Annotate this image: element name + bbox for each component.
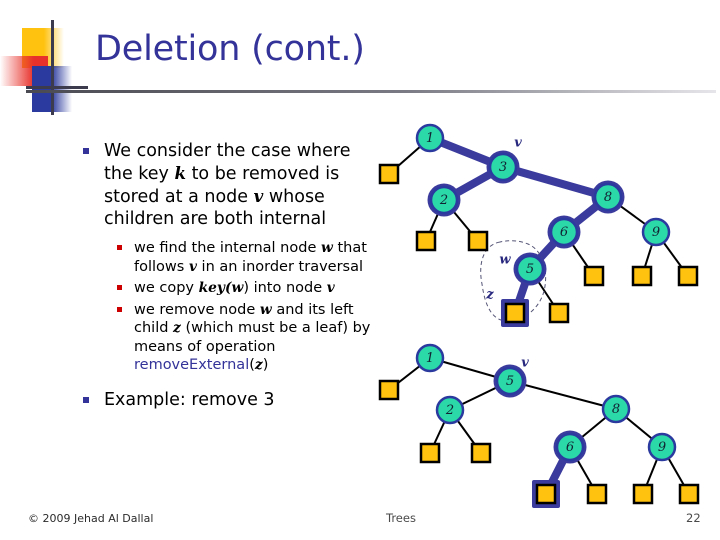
tree-node-key-label: 3 [499, 160, 507, 175]
tree-variable-label-z: z [485, 288, 494, 303]
tree-leaf-node [419, 442, 441, 464]
tree-internal-node [601, 394, 631, 424]
tree-internal-node [549, 217, 579, 247]
tree-node-key-label: 5 [506, 374, 514, 389]
tree-node-key-label: 5 [526, 262, 534, 277]
tree-edge [509, 380, 617, 410]
tree-internal-node [555, 432, 585, 462]
tree-internal-nodes: 1 3 2 8 6 9 5 [415, 123, 671, 286]
sub-bullet-list: we find the internal node w that follows… [82, 239, 372, 375]
tree-internal-node [435, 395, 465, 425]
binary-search-tree-before-deletion: 1 3 2 8 6 9 5 v w z [378, 123, 699, 327]
bullet-marker-level1 [83, 396, 89, 403]
tree-leaf-nodes [378, 379, 700, 508]
footer-page-number: 22 [686, 511, 701, 525]
tree-internal-node [488, 152, 518, 182]
tree-internal-node [429, 185, 459, 215]
tree-node-key-label: 6 [560, 225, 568, 240]
tree-leaf-node [378, 163, 400, 185]
tree-internal-node [593, 182, 623, 212]
title-divider [26, 90, 716, 93]
footer-copyright: © 2009 Jehad Al Dallal [28, 512, 154, 525]
bullet-marker-level2 [117, 245, 122, 250]
tree-internal-node [415, 123, 445, 153]
tree-internal-node [641, 217, 671, 247]
bullet-marker-level2 [117, 306, 122, 312]
tree-node-key-label: 1 [426, 351, 434, 366]
tree-internal-node [515, 254, 545, 284]
tree-leaf-node [504, 302, 526, 324]
tree-edges [388, 357, 690, 498]
tree-node-key-label: 1 [426, 131, 434, 146]
example-bullet-item: Example: remove 3 [82, 389, 372, 411]
tree-internal-node [495, 366, 525, 396]
tree-node-key-label: 2 [445, 403, 454, 418]
tree-variable-label-v: v [514, 136, 522, 151]
main-bullet-item: We consider the case where the key k to … [82, 140, 372, 230]
sub-bullet-text: we remove node w and its left child z (w… [134, 301, 371, 374]
tree-leaf-node [632, 483, 654, 505]
tree-leaf-node [678, 483, 700, 505]
tree-leaf-node [378, 379, 400, 401]
tree-node-key-label: 2 [439, 193, 448, 208]
tree-leaf-node [535, 483, 557, 505]
tree-node-key-label: 8 [612, 402, 620, 417]
tree-annotation-labels: v [521, 356, 529, 371]
bullet-marker-level1 [83, 148, 89, 154]
sub-bullet-text: we copy key(w) into node v [134, 280, 335, 296]
tree-leaf-node [415, 230, 437, 252]
tree-variable-label-v: v [521, 356, 529, 371]
page-title: Deletion (cont.) [95, 29, 365, 69]
tree-node-key-label: 9 [658, 440, 666, 455]
tree-internal-node [415, 343, 445, 373]
example-bullet-text: Example: remove 3 [104, 389, 275, 410]
tree-internal-nodes: 1 5 2 8 6 9 [415, 343, 677, 464]
bullet-marker-level2 [117, 285, 122, 290]
tree-node-key-label: 9 [652, 225, 660, 240]
sub-bullet-item-copy-key: we copy key(w) into node v [116, 279, 372, 298]
tree-variable-label-w: w [499, 253, 511, 268]
tree-leaf-node [470, 442, 492, 464]
tree-internal-node [647, 432, 677, 462]
tree-leaf-node [677, 265, 699, 287]
slide-logo-graphic [0, 12, 120, 115]
main-bullet-text: We consider the case where the key k to … [104, 141, 351, 229]
tree-node-key-label: 8 [604, 190, 612, 205]
sub-bullet-text: we find the internal node w that follows… [134, 240, 367, 275]
tree-edge [499, 163, 612, 201]
sub-bullet-item-remove-node: we remove node w and its left child z (w… [116, 301, 372, 375]
tree-leaf-node [583, 265, 605, 287]
tree-node-key-label: 6 [566, 440, 574, 455]
logo-vertical-line [51, 20, 54, 115]
sub-bullet-item-find-node: we find the internal node w that follows… [116, 239, 372, 276]
logo-horizontal-line [26, 86, 88, 89]
slide-body: We consider the case where the key k to … [82, 140, 372, 411]
binary-search-tree-after-deletion: 1 5 2 8 6 9 v [378, 343, 700, 508]
tree-leaf-node [467, 230, 489, 252]
tree-edges [388, 134, 689, 317]
footer-section-title: Trees [386, 511, 416, 525]
tree-leaf-node [548, 302, 570, 324]
tree-leaf-node [586, 483, 608, 505]
tree-annotation-labels: v w z [485, 136, 522, 303]
tree-leaf-node [631, 265, 653, 287]
tree-leaf-nodes [378, 163, 699, 327]
